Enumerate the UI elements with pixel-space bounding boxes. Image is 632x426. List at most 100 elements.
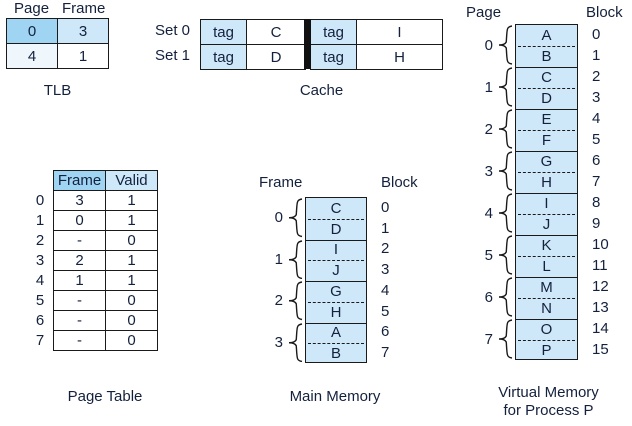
virtual-memory-block-cell[interactable]: H: [541, 174, 552, 191]
virtual-memory-block-number: 13: [592, 299, 609, 316]
virtual-memory-page-brace: [498, 151, 513, 191]
virtual-memory-block-separator: [518, 340, 575, 341]
main-memory-block-cell[interactable]: G: [330, 282, 342, 300]
main-memory-caption: Main Memory: [289, 388, 381, 405]
main-memory-frame-brace: [288, 322, 303, 362]
virtual-memory-block-cell[interactable]: C: [541, 69, 552, 86]
main-memory-frame-number: 2: [274, 292, 283, 310]
page-table-cell-frame[interactable]: 1: [53, 270, 106, 291]
virtual-memory-block-cell[interactable]: L: [542, 258, 551, 275]
cache-way0-tag-set0[interactable]: tag: [200, 19, 247, 45]
page-table-cell-frame[interactable]: 0: [53, 210, 106, 231]
tlb-cell-page-0[interactable]: 0: [6, 18, 58, 44]
main-memory-block-cell[interactable]: B: [330, 345, 341, 363]
virtual-memory-block-number: 9: [592, 215, 601, 232]
tlb-cell-frame-0[interactable]: 3: [57, 18, 109, 44]
cache-way1-data-set0[interactable]: I: [356, 19, 443, 45]
virtual-memory-block-separator: [518, 46, 575, 47]
main-memory-block-number: 7: [381, 344, 390, 362]
page-table-cell-frame[interactable]: 3: [53, 190, 106, 211]
cache-way0-data-set0[interactable]: C: [246, 19, 306, 45]
cache-way1-data-set1[interactable]: H: [356, 44, 443, 70]
virtual-memory-page-separator: [516, 151, 577, 152]
main-memory-frame-number: 3: [274, 333, 283, 351]
virtual-memory-block-cell[interactable]: J: [542, 216, 551, 233]
main-memory-block-cell[interactable]: H: [330, 303, 342, 321]
virtual-memory-block-cell[interactable]: F: [541, 132, 552, 149]
virtual-memory-header-block: Block: [586, 4, 623, 21]
cache-table: tag C tag D tag I tag H: [200, 19, 443, 70]
virtual-memory-block-cell[interactable]: P: [541, 342, 552, 359]
page-table-cell-valid[interactable]: 0: [105, 310, 158, 331]
virtual-memory-block-separator: [518, 298, 575, 299]
page-table-cell-frame[interactable]: 2: [53, 250, 106, 271]
page-table-row-index: 2: [35, 232, 45, 249]
page-table-cell-frame[interactable]: -: [53, 230, 106, 251]
main-memory-frame-brace: [288, 281, 303, 321]
main-memory-frame-separator: [306, 322, 366, 324]
page-table-cell-valid[interactable]: 0: [105, 290, 158, 311]
page-table-cell-valid[interactable]: 1: [105, 210, 158, 231]
virtual-memory-page-number: 2: [484, 120, 493, 138]
virtual-memory-page-number: 3: [484, 162, 493, 180]
virtual-memory-page-brace: [498, 109, 513, 149]
virtual-memory-block-cell[interactable]: I: [544, 195, 549, 212]
main-memory-block-cell[interactable]: I: [333, 241, 339, 259]
virtual-memory-block-number: 12: [592, 278, 609, 295]
page-table-cell-frame[interactable]: -: [53, 330, 106, 351]
virtual-memory-page-separator: [516, 319, 577, 320]
virtual-memory-block-number: 15: [592, 341, 609, 358]
main-memory-block-cell[interactable]: C: [330, 199, 342, 217]
page-table-cell-valid[interactable]: 1: [105, 190, 158, 211]
tlb-cell-page-1[interactable]: 4: [6, 43, 58, 69]
page-table-cell-valid[interactable]: 1: [105, 250, 158, 271]
page-table-cell-valid[interactable]: 1: [105, 270, 158, 291]
virtual-memory-block-number: 11: [592, 257, 608, 274]
main-memory-header-frame: Frame: [259, 174, 303, 191]
virtual-memory-block-cell[interactable]: N: [541, 300, 552, 317]
virtual-memory-block-number: 1: [592, 47, 601, 64]
page-table-cell-valid[interactable]: 0: [105, 230, 158, 251]
page-table-row-index: 7: [35, 332, 45, 349]
page-table-row-index: 0: [35, 192, 45, 209]
cache-way0-data-set1[interactable]: D: [246, 44, 306, 70]
main-memory-frame-separator: [306, 239, 366, 241]
main-memory-frame-brace: [288, 239, 303, 279]
page-table-caption: Page Table: [67, 388, 143, 405]
virtual-memory-block-cell[interactable]: A: [541, 27, 552, 44]
main-memory-frame-brace: [288, 198, 303, 238]
virtual-memory-block-number: 10: [592, 236, 609, 253]
main-memory-block-cell[interactable]: A: [330, 324, 341, 342]
main-memory-block-separator: [308, 260, 364, 262]
page-table-cell-valid[interactable]: 0: [105, 330, 158, 351]
virtual-memory-block-cell[interactable]: O: [540, 321, 553, 338]
main-memory-block-cell[interactable]: J: [332, 262, 340, 280]
virtual-memory-block-number: 4: [592, 110, 601, 127]
tlb-cell-frame-1[interactable]: 1: [57, 43, 109, 69]
cache-way0-tag-set1[interactable]: tag: [200, 44, 247, 70]
virtual-memory-block-cell[interactable]: K: [541, 237, 552, 254]
virtual-memory-caption-line1: Virtual Memory: [498, 384, 599, 401]
main-memory-block-number: 6: [381, 323, 390, 341]
main-memory-block-cell[interactable]: D: [330, 220, 342, 238]
virtual-memory-block-cell[interactable]: M: [540, 279, 553, 296]
virtual-memory-page-brace: [498, 277, 513, 317]
main-memory-block-number: 2: [381, 240, 390, 258]
cache-way1-tag-set0[interactable]: tag: [310, 19, 357, 45]
virtual-memory-block-number: 14: [592, 320, 609, 337]
virtual-memory-page-number: 0: [484, 36, 493, 54]
page-table-cell-frame[interactable]: -: [53, 310, 106, 331]
virtual-memory-block-cell[interactable]: D: [541, 90, 552, 107]
page-table-cell-frame[interactable]: -: [53, 290, 106, 311]
virtual-memory-page-separator: [516, 193, 577, 194]
virtual-memory-block-number: 7: [592, 173, 601, 190]
virtual-memory-block-separator: [518, 130, 575, 131]
cache-way1-tag-set1[interactable]: tag: [310, 44, 357, 70]
main-memory-block-number: 4: [381, 281, 390, 299]
virtual-memory-block-cell[interactable]: G: [540, 153, 553, 170]
virtual-memory-block-cell[interactable]: B: [541, 48, 552, 65]
virtual-memory-block-cell[interactable]: E: [541, 111, 552, 128]
page-table-row-index: 3: [35, 252, 45, 269]
